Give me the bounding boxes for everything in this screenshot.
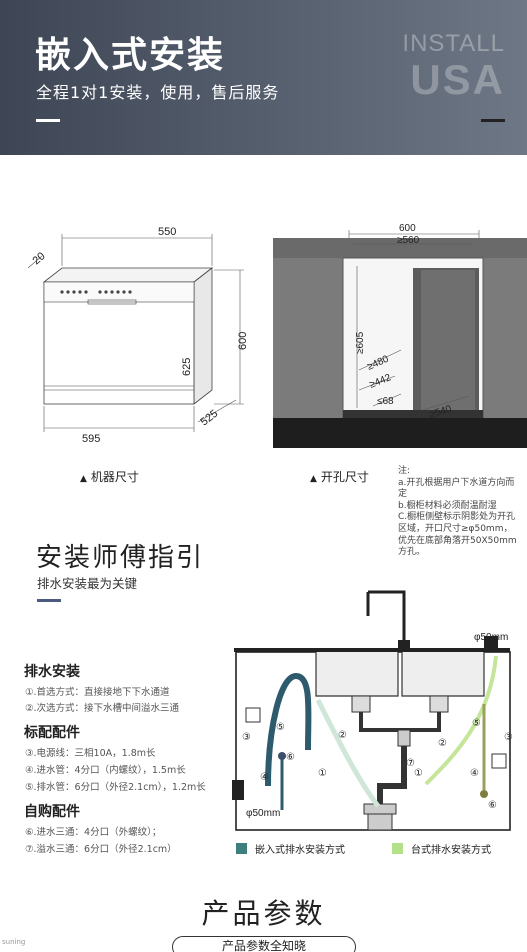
dim-595: 595 — [82, 433, 100, 445]
dim-20: 20 — [30, 250, 47, 267]
header-banner: 嵌入式安装 全程1对1安装，使用，售后服务 INSTALL USA — [0, 0, 527, 155]
marker-6-right: ⑥ — [488, 800, 497, 811]
parts-item-3: ③.电源线：三相10A，1.8m长 — [25, 748, 156, 759]
marker-1-right: ① — [414, 768, 423, 779]
drain-item-2: ②.次选方式：接下水槽中间溢水三通 — [25, 703, 180, 714]
banner-title: 嵌入式安装 — [35, 35, 226, 76]
cabinet-cutout-drawing: 600 ≥560 ≥605 ≥480 ≥442 ≤68 ≥540 — [273, 223, 527, 448]
marker-3-right: ③ — [504, 732, 513, 743]
machine-size-caption-text: 机器尺寸 — [90, 470, 139, 484]
marker-6-left: ⑥ — [286, 752, 295, 763]
marker-5-left: ⑤ — [276, 722, 285, 733]
legend-embedded-label: 嵌入式排水安装方式 — [255, 845, 345, 856]
notes-title: 注: — [398, 466, 411, 476]
note-a: a.开孔根据用户下水道方向而定 — [398, 477, 515, 500]
phi-top-label: φ50mm — [474, 632, 508, 643]
dim-560: ≥560 — [397, 235, 420, 246]
params-box: 产品参数全知晓 — [172, 936, 356, 952]
legend-countertop: 台式排水安装方式 — [392, 841, 491, 856]
dim-600: 600 — [237, 332, 249, 350]
marker-2-right: ② — [438, 738, 447, 749]
watermark: suning — [2, 938, 26, 946]
legend-embedded: 嵌入式排水安装方式 — [236, 841, 345, 856]
triangle-icon: ▲ — [310, 474, 317, 484]
dim-550: 550 — [158, 226, 176, 238]
banner-en-usa: USA — [410, 56, 505, 103]
installation-notes: 注: a.开孔根据用户下水道方向而定 b.橱柜材料必须耐温耐湿 C.橱柜侧壁标示… — [398, 466, 520, 559]
guide-title: 安装师傅指引 — [36, 543, 205, 573]
dim-600-cabinet: 600 — [399, 223, 416, 234]
self-purchase-heading: 自购配件 — [24, 804, 80, 820]
marker-3-left: ③ — [242, 732, 251, 743]
note-c: C.橱柜侧壁标示阴影处为开孔区域，开口尺寸≥φ50mm，优先在底部角落开50X5… — [398, 512, 517, 558]
guide-subtitle: 排水安装最为关键 — [37, 576, 138, 591]
guide-accent-bar — [37, 599, 61, 602]
parts-item-5: ⑤.排水管：6分口（外径2.1cm），1.2m长 — [25, 782, 206, 793]
legend-embedded-swatch — [236, 843, 247, 854]
params-title: 产品参数 — [201, 897, 326, 930]
banner-subtitle: 全程1对1安装，使用，售后服务 — [36, 83, 280, 102]
dim-605: ≥605 — [355, 331, 366, 354]
marker-5-right: ⑤ — [472, 718, 481, 729]
banner-en-install: INSTALL — [402, 30, 505, 57]
cabinet-size-caption-text: 开孔尺寸 — [320, 470, 369, 484]
legend-countertop-swatch — [392, 843, 403, 854]
cabinet-size-caption: ▲开孔尺寸 — [310, 468, 369, 485]
legend-countertop-label: 台式排水安装方式 — [411, 845, 491, 856]
marker-7: ⑦ — [406, 758, 415, 769]
drain-item-1: ①.首选方式：直接接地下下水通道 — [25, 687, 170, 698]
marker-4-left: ④ — [260, 772, 269, 783]
self-item-7: ⑦.溢水三通：6分口（外径2.1cm） — [25, 844, 177, 855]
marker-4-right: ④ — [470, 768, 479, 779]
dim-625: 625 — [181, 358, 193, 376]
note-b: b.橱柜材料必须耐温耐湿 — [398, 500, 497, 511]
parts-heading: 标配配件 — [24, 725, 80, 741]
drain-installation-diagram: φ50mm ① ① ② ② ③ ③ ④ ④ ⑤ ⑤ ⑥ ⑥ ⑦ φ50mm — [232, 590, 513, 831]
dim-68: ≤68 — [377, 396, 394, 407]
marker-2-left: ② — [338, 730, 347, 741]
drain-heading: 排水安装 — [24, 664, 80, 680]
banner-accent-bar — [36, 119, 60, 122]
phi-bottom-label: φ50mm — [246, 808, 280, 819]
triangle-icon: ▲ — [80, 474, 87, 484]
marker-1-left: ① — [318, 768, 327, 779]
machine-size-caption: ▲机器尺寸 — [80, 468, 139, 485]
parts-item-4: ④.进水管：4分口（内螺纹），1.5m长 — [25, 765, 186, 776]
self-item-6: ⑥.进水三通：4分口（外螺纹）； — [25, 827, 162, 838]
banner-accent-bar-right — [481, 119, 505, 122]
machine-dimension-drawing: 550 20 600 625 525 595 — [27, 226, 249, 445]
